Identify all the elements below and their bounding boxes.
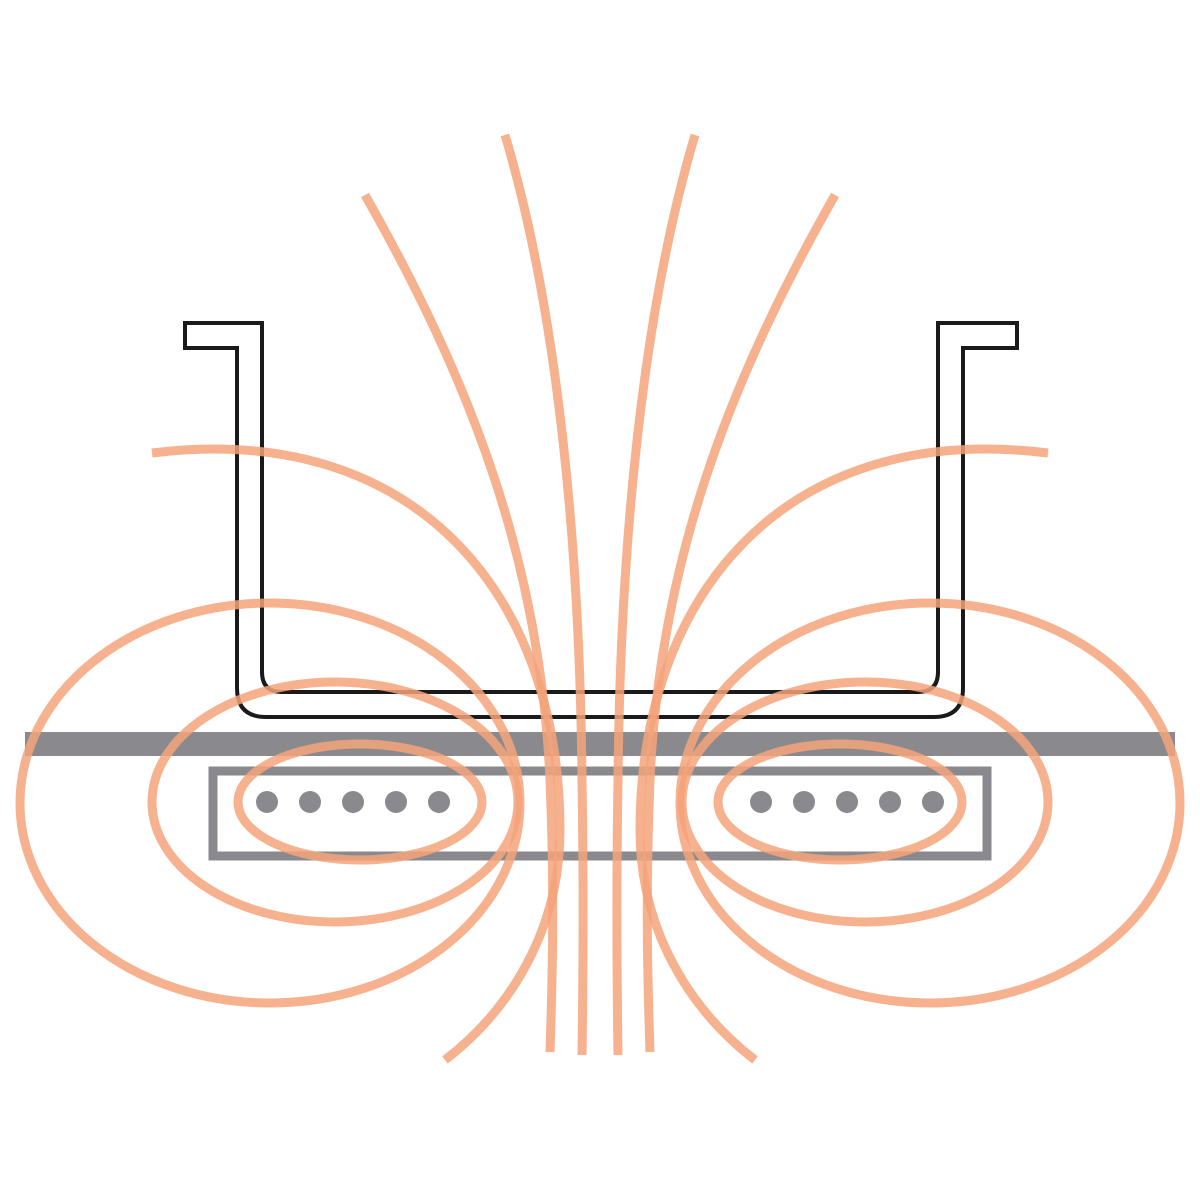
cooktop-surface (25, 732, 1175, 756)
field-loop-right-inner (713, 739, 967, 865)
coil-turn-left-4 (385, 791, 407, 813)
field-loop-left-inner (233, 739, 487, 865)
field-line-4 (642, 192, 839, 1053)
coil-turn-left-3 (342, 791, 364, 813)
coil-housing (208, 766, 992, 861)
coil-turn-left-1 (256, 791, 278, 813)
pan-outline (183, 321, 1019, 719)
field-loop-left-outer (15, 598, 525, 1008)
magnetic-field-lines (15, 133, 1185, 1064)
coil-turn-left-5 (428, 791, 450, 813)
coil-turn-right-2 (793, 791, 815, 813)
coil-turn-right-1 (750, 791, 772, 813)
coil-turns-left (256, 791, 450, 813)
coil-turn-right-5 (922, 791, 944, 813)
coil-turn-left-2 (299, 791, 321, 813)
field-line-3 (612, 133, 700, 1056)
coil-turn-right-3 (836, 791, 858, 813)
field-loop-right-outer (675, 598, 1185, 1008)
field-line-2 (500, 133, 588, 1056)
coil-turns-right (750, 791, 944, 813)
coil-turn-right-4 (879, 791, 901, 813)
field-line-1 (361, 192, 558, 1053)
